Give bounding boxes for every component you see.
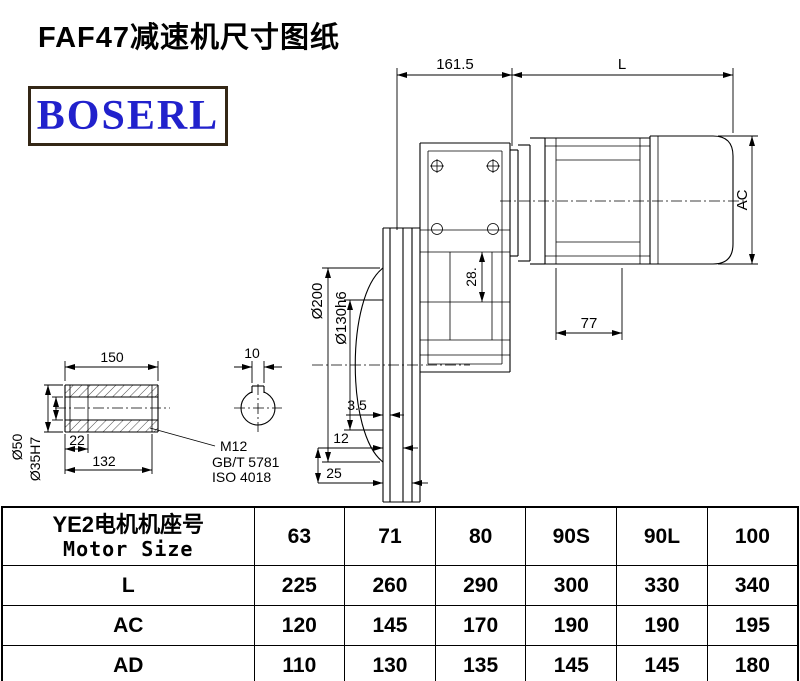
cell-L-1: 260	[344, 565, 436, 606]
cell-L-5: 340	[706, 565, 799, 606]
table-row-AD: AD 110 130 135 145 145 180	[1, 645, 799, 681]
table-header-row: YE2电机机座号 Motor Size 63 71 80 90S 90L 100	[1, 506, 799, 566]
dim-motor-AC: AC	[734, 189, 751, 210]
col-100: 100	[706, 506, 799, 566]
cell-L-3: 300	[525, 565, 618, 606]
cell-AC-3: 190	[525, 605, 618, 646]
motor-size-header-cell: YE2电机机座号 Motor Size	[1, 506, 255, 566]
row-label-AD: AD	[1, 645, 255, 681]
cell-AD-3: 145	[525, 645, 618, 681]
cell-AC-1: 145	[344, 605, 436, 646]
col-71: 71	[344, 506, 436, 566]
technical-drawing: 161.5 L AC Ø200 Ø130h6 28. 77 150 10 Ø50…	[9, 56, 758, 503]
header-cn: YE2电机机座号	[52, 511, 205, 537]
motor-size-table: YE2电机机座号 Motor Size 63 71 80 90S 90L 100…	[1, 506, 799, 681]
cell-AC-2: 170	[434, 605, 527, 646]
cell-AC-5: 195	[706, 605, 799, 646]
dim-top-width: 161.5	[436, 56, 474, 73]
dim-25: 25	[326, 465, 342, 481]
keyway-section-detail	[234, 384, 282, 432]
col-90L: 90L	[616, 506, 708, 566]
label-standard-gb: GB/T 5781	[212, 454, 280, 470]
cell-L-4: 330	[616, 565, 708, 606]
dim-28: 28.	[463, 267, 479, 286]
row-label-AC: AC	[1, 605, 255, 646]
dimension-lines	[44, 68, 758, 486]
dim-bore-35H7: Ø35H7	[27, 437, 43, 482]
cell-AD-1: 130	[344, 645, 436, 681]
row-label-L: L	[1, 565, 255, 606]
col-63: 63	[253, 506, 346, 566]
dim-shaft-length-150: 150	[100, 349, 124, 365]
dim-22: 22	[69, 432, 85, 448]
cell-L-0: 225	[253, 565, 346, 606]
dim-12: 12	[333, 430, 349, 446]
col-80: 80	[434, 506, 527, 566]
dim-spigot-diameter: Ø130h6	[333, 291, 350, 344]
cell-AD-2: 135	[434, 645, 527, 681]
gearbox-outline	[420, 142, 511, 373]
brand-logo-box: BOSERL	[28, 86, 228, 146]
label-screw-M12: M12	[220, 438, 247, 454]
header-en: Motor Size	[63, 537, 194, 562]
dimension-texts: 161.5 L AC Ø200 Ø130h6 28. 77 150 10 Ø50…	[9, 56, 751, 485]
col-90S: 90S	[525, 506, 618, 566]
dim-key-width-10: 10	[244, 345, 260, 361]
shaft-detail	[55, 384, 170, 433]
table-row-L: L 225 260 290 300 330 340	[1, 565, 799, 606]
cell-AD-4: 145	[616, 645, 708, 681]
page-title: FAF47减速机尺寸图纸	[38, 22, 341, 54]
dim-flange-diameter: Ø200	[309, 283, 326, 320]
motor-outline	[312, 135, 745, 366]
table-row-AC: AC 120 145 170 190 190 195	[1, 605, 799, 646]
cell-AC-4: 190	[616, 605, 708, 646]
cell-L-2: 290	[434, 565, 527, 606]
dim-132: 132	[92, 453, 116, 469]
dim-shaft-od-50: Ø50	[9, 434, 25, 461]
dim-3-5: 3.5	[347, 397, 367, 413]
cell-AD-0: 110	[253, 645, 346, 681]
cell-AC-0: 120	[253, 605, 346, 646]
dim-motor-length-L: L	[618, 56, 626, 73]
cell-AD-5: 180	[706, 645, 799, 681]
dim-77: 77	[581, 315, 598, 332]
brand-text: BOSERL	[36, 93, 220, 139]
label-standard-iso: ISO 4018	[212, 469, 271, 485]
